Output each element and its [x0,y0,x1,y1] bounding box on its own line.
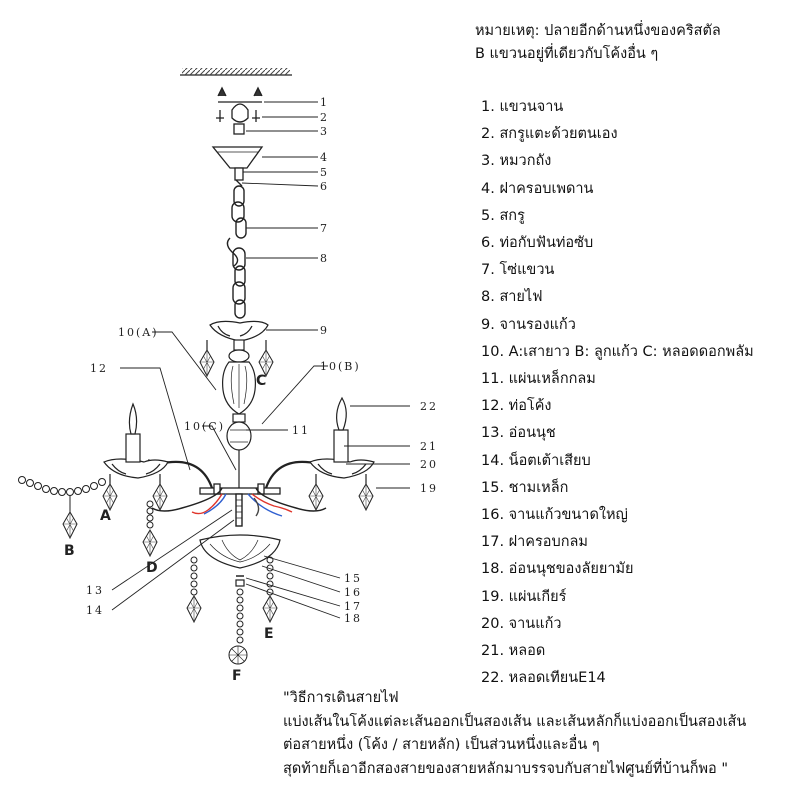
upper-glass-dish [199,320,274,377]
wiring-line-1: "วิธีการเดินสายไฟ [283,690,399,706]
note-line-2: B แขวนอยู่ที่เดียวกับโค้งอื่น ๆ [475,46,659,62]
callout-10b: 10(B) [320,360,361,373]
callout-18: 18 [344,612,362,625]
legend-item: 16. จานแก้วขนาดใหญ่ [481,507,628,524]
wiring-line-2: แบ่งเส้นในโค้งแต่ละเส้นออกเป็นสองเส้น แล… [283,713,747,730]
callout-10a: 10(A) [118,326,159,339]
part-letters: A B C D E F [64,373,274,684]
ceiling [180,68,292,76]
callout-5: 5 [320,166,329,179]
callout-21: 21 [420,440,438,453]
letter-d: D [146,560,158,576]
legend-item: 2. สกรูแตะด้วยตนเอง [481,126,618,143]
callout-7: 7 [320,222,329,235]
legend-item: 3. หมวกถัง [481,153,552,170]
legend-item: 5. สกรู [481,207,525,224]
callout-11: 11 [292,424,310,437]
callout-3: 3 [320,125,329,138]
wiring [191,493,293,527]
wiring-instructions: "วิธีการเดินสายไฟ แบ่งเส้นในโค้งแต่ละเส้… [283,687,746,781]
callout-12: 12 [90,362,108,375]
callout-numbers: 1 2 3 4 5 6 7 8 9 10(A) 10(B) 10(C) 11 1… [86,96,438,625]
right-candle-cup [308,396,375,511]
leader-lines [111,101,410,619]
parts-legend: 1. แขวนจาน 2. สกรูแตะด้วยตนเอง 3. หมวกถั… [481,94,754,692]
callout-20: 20 [420,458,438,471]
central-column [222,339,256,490]
callout-1: 1 [320,96,329,109]
callout-2: 2 [320,111,329,124]
callout-14: 14 [86,604,104,617]
pendant-strand-d [142,500,158,557]
legend-item: 13. อ่อนนุช [481,425,556,442]
wiring-line-4: สุดท้ายก็เอาอีกสองสายของสายหลักมาบรรจบกั… [283,760,729,777]
callout-8: 8 [320,252,329,265]
bead-garland [18,476,106,539]
legend-item: 20. จานแก้ว [481,615,562,632]
bowl-pendants [186,556,278,665]
callout-6: 6 [320,180,329,193]
letter-c: C [256,373,266,389]
legend-item: 14. น็อตเต้าเสียบ [481,452,591,469]
legend-item: 7. โซ่แขวน [481,262,555,279]
callout-10c: 10(C) [184,420,225,433]
mounting-plate [216,86,263,135]
legend-item: 11. แผ่นเหล็กกลม [481,371,596,388]
callout-22: 22 [420,400,438,413]
legend-item: 9. จานรองแก้ว [481,316,576,333]
callout-4: 4 [320,151,329,164]
wiring-line-3: ต่อสายหนึ่ง (โค้ง / สายหลัก) เป็นส่วนหนึ… [283,737,600,753]
legend-item: 10. A:เสายาว B: ลูกแก้ว C: หลอดดอกพลัม [481,343,754,360]
lower-glass-bowl [199,534,281,587]
left-candle-cup [102,402,169,511]
letter-b: B [64,543,75,559]
letter-f: F [232,668,242,684]
callout-19: 19 [420,482,438,495]
callout-16: 16 [344,586,362,599]
legend-item: 21. หลอด [481,643,546,660]
legend-item: 8. สายไฟ [481,289,543,306]
hanging-chain [226,185,247,319]
legend-item: 17. ฝาครอบกลม [481,534,588,551]
note-line-1: หมายเหตุ: ปลายอีกด้านหนึ่งของคริสตัล [475,23,721,39]
callout-13: 13 [86,584,104,597]
legend-item: 1. แขวนจาน [481,99,564,115]
callout-15: 15 [344,572,362,585]
letter-e: E [264,626,274,642]
callout-9: 9 [320,324,329,337]
legend-item: 6. ท่อกับฟันท่อซับ [481,235,594,252]
ceiling-canopy [211,146,264,187]
crystal-note: หมายเหตุ: ปลายอีกด้านหนึ่งของคริสตัล B แ… [475,20,721,66]
legend-item: 19. แผ่นเกียร์ [481,588,567,605]
legend-item: 18. อ่อนนุชของลัยยามัย [481,561,634,578]
callout-17: 17 [344,600,362,613]
letter-a: A [100,508,111,524]
legend-item: 4. ฝาครอบเพดาน [481,180,594,197]
legend-item: 15. ชามเหล็ก [481,479,569,496]
legend-item: 12. ท่อโค้ง [481,398,552,415]
legend-item: 22. หลอดเทียนE14 [481,670,606,687]
